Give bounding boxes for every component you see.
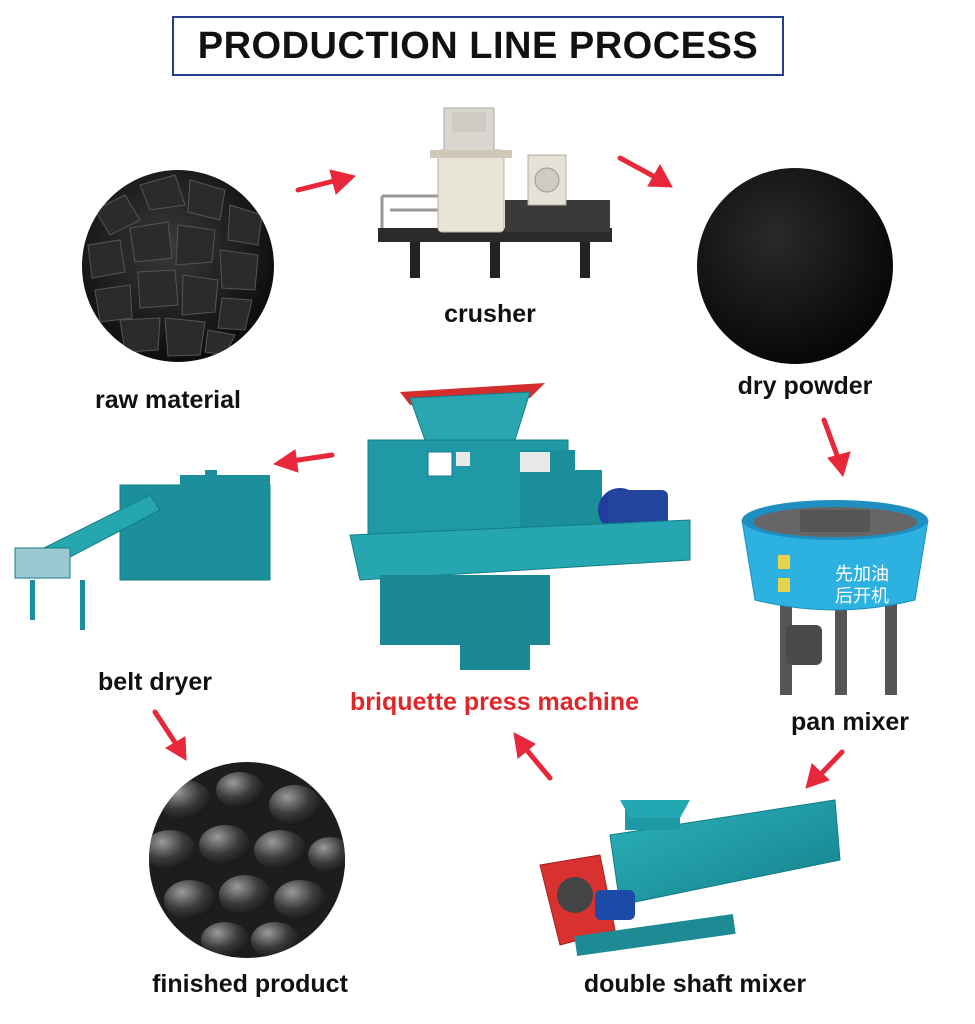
pan-mixer-text-1: 先加油	[835, 564, 889, 585]
label-belt-dryer: belt dryer	[98, 668, 212, 696]
title-box: PRODUCTION LINE PROCESS	[172, 16, 784, 76]
pan-mixer-text-2: 后开机	[835, 586, 889, 607]
pan-mixer-image	[741, 500, 929, 695]
page-title: PRODUCTION LINE PROCESS	[197, 24, 759, 67]
crusher-image	[378, 107, 612, 278]
finished-product-image	[149, 762, 345, 958]
label-dry-powder: dry powder	[737, 372, 873, 400]
label-briquette-press: briquette press machine	[350, 688, 639, 716]
double-shaft-mixer-image	[539, 799, 841, 957]
arrow-raw-to-crusher	[295, 169, 357, 195]
label-finished-product: finished product	[152, 970, 348, 998]
arrow-crusher-to-powder	[617, 155, 673, 188]
label-raw-material: raw material	[95, 386, 241, 414]
label-double-shaft-mixer: double shaft mixer	[583, 970, 807, 998]
label-crusher: crusher	[444, 300, 536, 328]
arrow-pan-mixer-to-double-shaft	[805, 749, 845, 789]
label-pan-mixer: pan mixer	[790, 708, 910, 736]
raw-material-image	[82, 170, 274, 362]
arrow-double-shaft-to-press	[513, 732, 553, 781]
belt-dryer-image	[14, 470, 271, 630]
arrow-dryer-to-finished	[152, 709, 187, 761]
arrow-press-to-dryer	[272, 449, 335, 473]
arrow-powder-to-pan-mixer	[821, 417, 851, 478]
briquette-press-image	[349, 383, 691, 670]
dry-powder-image	[697, 168, 893, 364]
